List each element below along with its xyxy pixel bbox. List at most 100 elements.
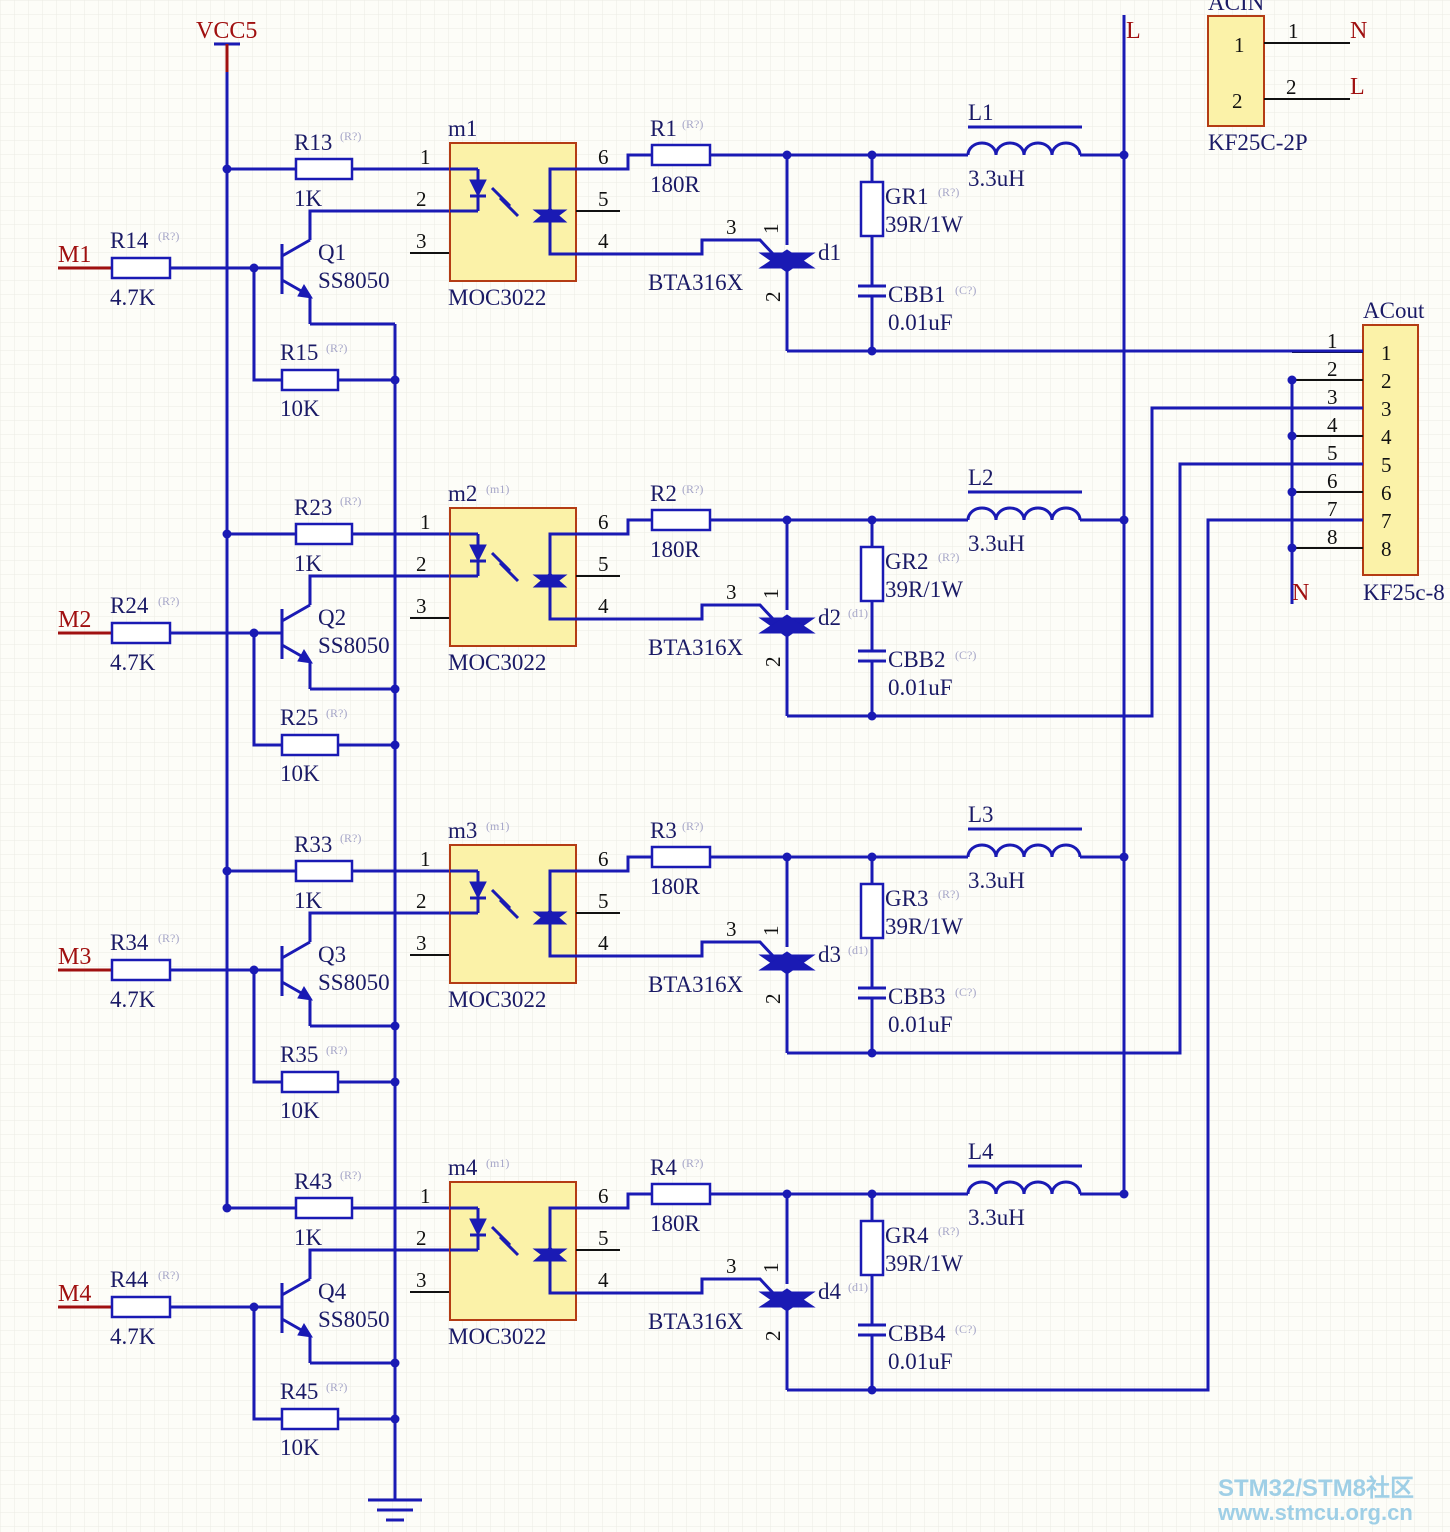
r-pull-value: 10K [280,1435,320,1460]
resistor-r-gate [650,1182,712,1206]
opto-pin-5: 5 [598,889,609,913]
inductor-coil [966,506,1082,521]
channel-2: R23(R?)1KM1123m2(m1)MOC3022654R2(R?)180R… [58,406,1363,786]
acout-pin-5: 5 [1381,453,1392,477]
opto-pin-1: 1 [420,1184,431,1208]
opto-sup: (m1) [486,482,509,496]
channel-3: R33(R?)1KM1123m3(m1)MOC3022654R3(R?)180R… [58,462,1363,1123]
opto-triac-icon [532,574,568,588]
snub-c-ref: CBB1 [888,282,946,307]
snub-c-ref: CBB4 [888,1321,946,1346]
resistor-r-led [294,522,354,546]
input-label: M3 [58,944,91,970]
ref-hint: (R?) [158,931,179,945]
triac-gate-pin: 3 [726,1254,737,1278]
r-led-value: 1K [294,888,323,913]
opto-pin-1: 1 [420,510,431,534]
snub-r-value: 39R/1W [885,212,963,237]
opto-pin-1: 1 [420,847,431,871]
r-base-ref: R34 [110,930,149,955]
acout-pin-num: 8 [1327,525,1338,549]
opto-pin-5: 5 [598,1226,609,1250]
acout-part: KF25c-8 [1363,580,1445,605]
opto-pin-5: 5 [598,187,609,211]
resistor-r-gate [650,508,712,532]
inductor-ref: L2 [968,465,994,490]
snub-c-value: 0.01uF [888,675,953,700]
triac-part: BTA316X [648,972,744,997]
opto-pin-3: 3 [416,931,427,955]
inductor-coil [966,141,1082,156]
static-parts [214,15,1419,1522]
triac-gate-pin: 3 [726,917,737,941]
wire [308,574,450,605]
triac-pin-1: 1 [759,589,783,600]
input-label: M1 [58,242,91,268]
resistor-r-led [294,859,354,883]
acout-pin-4: 4 [1381,425,1392,449]
input-label: M4 [58,1281,91,1307]
resistor-snub [859,1219,885,1277]
r-led-ref: R33 [294,832,332,857]
junction-dot [1119,515,1129,525]
triac-pin-2: 2 [761,1331,785,1342]
resistor-r-gate [650,143,712,167]
opto-pin-4: 4 [598,931,609,955]
wire [252,1307,282,1421]
triac-part: BTA316X [648,270,744,295]
inductor-coil [966,1180,1082,1195]
r-gate-value: 180R [650,172,701,197]
snub-r-ref: GR1 [885,184,928,209]
ref-hint: (C?) [955,1322,976,1336]
acout-pin-1: 1 [1381,341,1392,365]
led-icon [469,881,487,900]
wire [252,970,282,1084]
transistor-part: SS8050 [318,633,390,658]
junction-dot [390,375,400,385]
junction-dot [1119,1189,1129,1199]
opto-triac-icon [532,209,568,223]
transistor-ref: Q3 [318,942,346,967]
opto-part: MOC3022 [448,650,546,675]
acin-connector [1207,15,1265,127]
acout-pin-num: 3 [1327,385,1338,409]
wire [252,633,282,747]
acin-pin2-num: 2 [1286,75,1297,99]
r-pull-ref: R35 [280,1042,318,1067]
opto-pin-2: 2 [416,552,427,576]
triac-pin-2: 2 [761,994,785,1005]
wire [576,940,777,960]
junction-dot [390,1077,400,1087]
resistor-r-pull [280,1407,340,1431]
acout-pin-num: 4 [1327,413,1338,437]
resistor-snub [859,180,885,238]
r-led-ref: R43 [294,1169,332,1194]
r-gate-ref: R4 [650,1155,677,1180]
wire [576,518,652,536]
wire [281,1277,311,1297]
acin-pin-1: 1 [1234,33,1245,57]
snub-r-value: 39R/1W [885,577,963,602]
wire [872,518,1363,1392]
wire [308,209,450,240]
wire [576,603,777,623]
opto-pin-4: 4 [598,594,609,618]
ref-hint: (R?) [326,1380,347,1394]
triac-ref: d1 [818,240,841,265]
opto-ref: m4 [448,1155,478,1180]
snub-r-ref: GR2 [885,549,928,574]
opto-part: MOC3022 [448,987,546,1012]
channels: R13(R?)1KM1123m1MOC3022654R1(R?)180R312d… [58,100,1363,1460]
snub-c-value: 0.01uF [888,310,953,335]
snub-c-value: 0.01uF [888,1349,953,1374]
acout-ref: ACout [1363,298,1425,323]
acin-pin-2: 2 [1232,89,1243,113]
r-base-ref: R14 [110,228,149,253]
junction-dot [390,1021,400,1031]
led-icon [469,544,487,563]
inductor-ref: L3 [968,802,994,827]
resistor-snub [859,545,885,603]
acout-pin-6: 6 [1381,481,1392,505]
